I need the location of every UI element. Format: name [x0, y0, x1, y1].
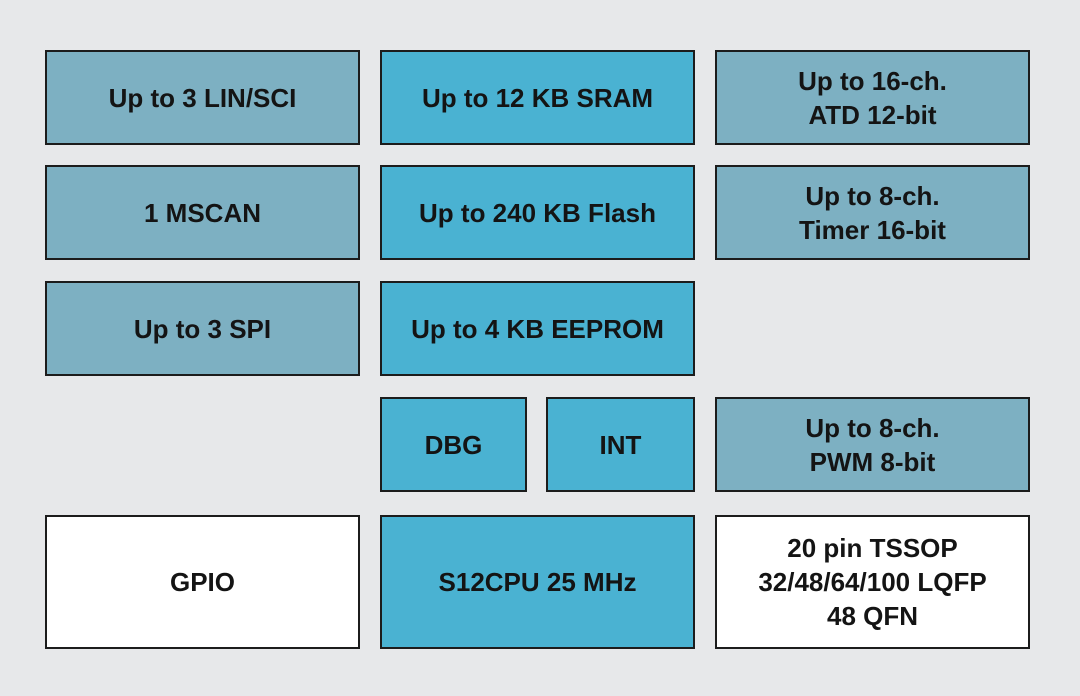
spi-block: Up to 3 SPI	[45, 281, 360, 376]
atd-block: Up to 16-ch. ATD 12-bit	[715, 50, 1030, 145]
lin-sci-block: Up to 3 LIN/SCI	[45, 50, 360, 145]
mscan-block: 1 MSCAN	[45, 165, 360, 260]
eeprom-block: Up to 4 KB EEPROM	[380, 281, 695, 376]
pwm-block: Up to 8-ch. PWM 8-bit	[715, 397, 1030, 492]
block-label: S12CPU 25 MHz	[438, 567, 637, 597]
block-label: GPIO	[169, 567, 235, 597]
sram-block: Up to 12 KB SRAM	[380, 50, 695, 145]
dbg-block: DBG	[380, 397, 527, 492]
block-label: Up to 8-ch.	[805, 412, 940, 443]
block-label: Up to 3 LIN/SCI	[108, 82, 297, 113]
block-label: 48 QFN	[826, 601, 919, 631]
flash-block: Up to 240 KB Flash	[380, 165, 695, 260]
block-label: INT	[599, 429, 642, 460]
block-label: PWM 8-bit	[809, 446, 936, 477]
block-label: 20 pin TSSOP	[787, 533, 958, 563]
block-label: Up to 16-ch.	[798, 65, 947, 96]
block-label: Timer 16-bit	[799, 214, 946, 245]
cpu-block: S12CPU 25 MHz	[380, 515, 695, 649]
block-label: 1 MSCAN	[143, 197, 261, 228]
block-label: ATD 12-bit	[808, 99, 937, 130]
block-label: Up to 240 KB Flash	[419, 197, 656, 228]
block-label: Up to 12 KB SRAM	[421, 82, 654, 113]
packages-block: 20 pin TSSOP 32/48/64/100 LQFP 48 QFN	[715, 515, 1030, 649]
gpio-block: GPIO	[45, 515, 360, 649]
block-label: Up to 8-ch.	[805, 180, 940, 211]
int-block: INT	[546, 397, 695, 492]
block-label: Up to 3 SPI	[133, 313, 272, 344]
block-label: 32/48/64/100 LQFP	[758, 567, 987, 597]
block-label: DBG	[424, 429, 483, 460]
block-label: Up to 4 KB EEPROM	[411, 313, 664, 344]
timer-block: Up to 8-ch. Timer 16-bit	[715, 165, 1030, 260]
